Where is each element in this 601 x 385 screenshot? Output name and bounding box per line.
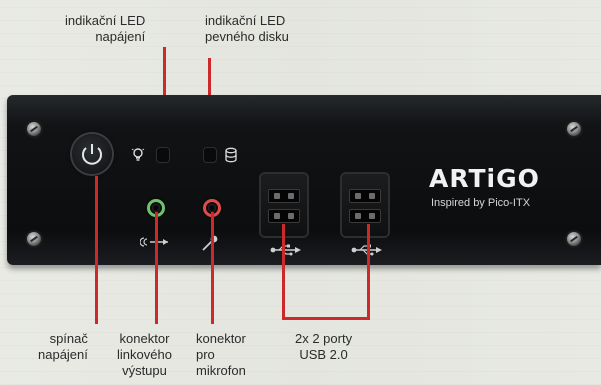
label-usb-line1: 2x 2 porty xyxy=(295,331,352,347)
brand-tagline: Inspired by Pico-ITX xyxy=(431,197,530,209)
label-mic: konektor pro mikrofon xyxy=(196,331,246,379)
screw-top-right xyxy=(567,122,581,136)
callout-line-mic xyxy=(211,212,214,324)
label-line-out-line1: konektor xyxy=(117,331,172,347)
microphone-icon xyxy=(201,234,219,252)
disk-icon xyxy=(224,147,238,163)
usb-port[interactable] xyxy=(349,189,381,203)
callout-line-line-out xyxy=(155,212,158,324)
label-line-out: konektor linkového výstupu xyxy=(117,331,172,379)
label-usb: 2x 2 porty USB 2.0 xyxy=(295,331,352,363)
callout-line-power-switch xyxy=(95,176,98,324)
label-mic-line1: konektor xyxy=(196,331,246,347)
hdd-led xyxy=(204,148,216,162)
power-icon xyxy=(72,134,112,174)
power-led xyxy=(157,148,169,162)
label-hdd-led-line1: indikační LED xyxy=(205,13,289,29)
label-line-out-line2: linkového xyxy=(117,347,172,363)
line-out-jack-hole xyxy=(152,204,160,212)
label-power-switch: spínač napájení xyxy=(38,331,88,363)
callout-line-usb-join xyxy=(282,317,370,320)
usb-block-right xyxy=(342,174,388,236)
usb-port[interactable] xyxy=(268,189,300,203)
usb-icon xyxy=(269,243,303,257)
power-button[interactable] xyxy=(72,134,112,174)
callout-line-usb-right xyxy=(367,224,370,319)
screw-bottom-right xyxy=(567,232,581,246)
brand-logo: ARTiGO xyxy=(429,164,540,193)
bulb-icon xyxy=(131,147,145,163)
label-hdd-led: indikační LED pevného disku xyxy=(205,13,289,45)
label-hdd-led-line2: pevného disku xyxy=(205,29,289,45)
label-power-led-line2: napájení xyxy=(65,29,145,45)
label-mic-line3: mikrofon xyxy=(196,363,246,379)
label-line-out-line3: výstupu xyxy=(117,363,172,379)
label-power-led: indikační LED napájení xyxy=(65,13,145,45)
label-power-switch-line1: spínač xyxy=(38,331,88,347)
label-mic-line2: pro xyxy=(196,347,246,363)
label-power-switch-line2: napájení xyxy=(38,347,88,363)
callout-line-usb-left xyxy=(282,224,285,319)
mic-jack-hole xyxy=(208,204,216,212)
screw-bottom-left xyxy=(27,232,41,246)
usb-port[interactable] xyxy=(268,209,300,223)
screw-top-left xyxy=(27,122,41,136)
label-usb-line2: USB 2.0 xyxy=(295,347,352,363)
label-power-led-line1: indikační LED xyxy=(65,13,145,29)
usb-port[interactable] xyxy=(349,209,381,223)
